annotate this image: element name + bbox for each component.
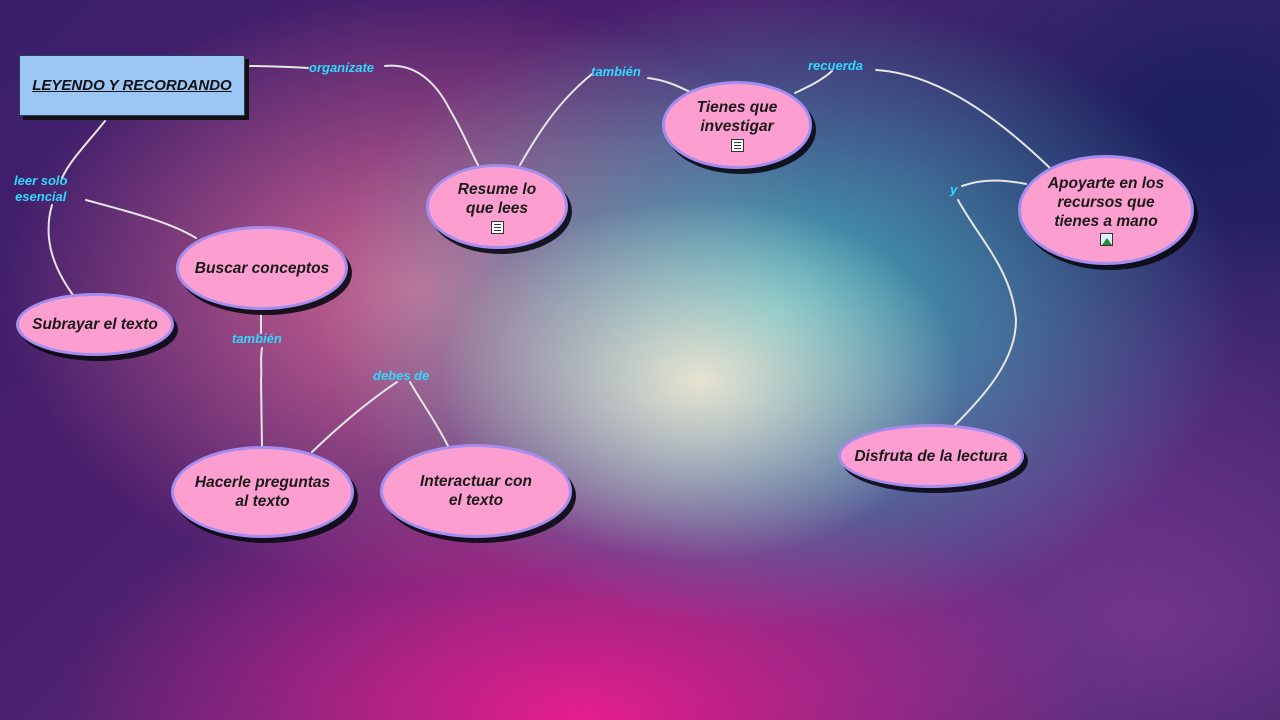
link-leer-solo: leer solo esencial	[14, 173, 67, 205]
link-leer-solo-line2: esencial	[15, 189, 67, 204]
node-label: Resume lo que lees	[457, 180, 537, 217]
node-label: Apoyarte en los recursos que tienes a ma…	[1047, 175, 1165, 230]
link-tambien-left: también	[232, 331, 282, 346]
document-icon[interactable]	[490, 220, 504, 234]
connector-title-leer	[61, 120, 106, 179]
link-organizate: organízate	[309, 60, 375, 75]
document-icon[interactable]	[730, 139, 744, 152]
node-label: Subrayar el texto	[32, 316, 158, 333]
link-leer-solo-line1: leer solo	[14, 173, 68, 188]
connector-debes-hacerle	[311, 381, 398, 453]
connector-apoyarte-y	[961, 179, 1027, 187]
connector-tienes-recuerda	[794, 70, 833, 94]
connector-leer-buscar	[85, 199, 197, 239]
node-label: Interactuar con el texto	[420, 473, 532, 509]
connector-organizate-resume	[384, 64, 479, 166]
connector-tambien-tienes	[647, 77, 691, 93]
title-box[interactable]: LEYENDO Y RECORDANDO	[19, 55, 245, 116]
image-icon[interactable]	[1099, 233, 1113, 246]
node-label: Buscar conceptos	[194, 259, 330, 277]
connector-title-organizate	[249, 65, 309, 69]
page-title: LEYENDO Y RECORDANDO	[32, 77, 232, 94]
node-interactuar[interactable]: Interactuar con el texto	[380, 444, 572, 538]
node-subrayar[interactable]: Subrayar el texto	[16, 293, 174, 356]
link-recuerda: recuerda	[808, 58, 863, 73]
link-y: y	[950, 182, 958, 197]
connector-debes-interactuar	[409, 381, 449, 447]
node-buscar[interactable]: Buscar conceptos	[176, 226, 348, 310]
node-disfruta[interactable]: Disfruta de la lectura	[838, 424, 1024, 488]
connector-y-disfruta	[954, 199, 1018, 426]
link-debes-de: debes de	[373, 368, 430, 383]
connector-leer-subrayar	[47, 204, 74, 296]
connector-resume-tambien	[519, 73, 593, 166]
connector-tambien-hacerle	[259, 347, 263, 448]
node-label: Disfruta de la lectura	[854, 447, 1008, 465]
node-label: Hacerle preguntas al texto	[194, 474, 331, 510]
link-tambien-top: también	[591, 64, 641, 79]
node-apoyarte[interactable]: Apoyarte en los recursos que tienes a ma…	[1018, 155, 1194, 265]
node-resume[interactable]: Resume lo que lees	[426, 164, 568, 249]
node-tienes[interactable]: Tienes que investigar	[662, 81, 812, 169]
connector-recuerda-apoyarte	[875, 69, 1051, 169]
node-label: Tienes que investigar	[696, 99, 778, 135]
node-hacerle[interactable]: Hacerle preguntas al texto	[171, 446, 354, 538]
